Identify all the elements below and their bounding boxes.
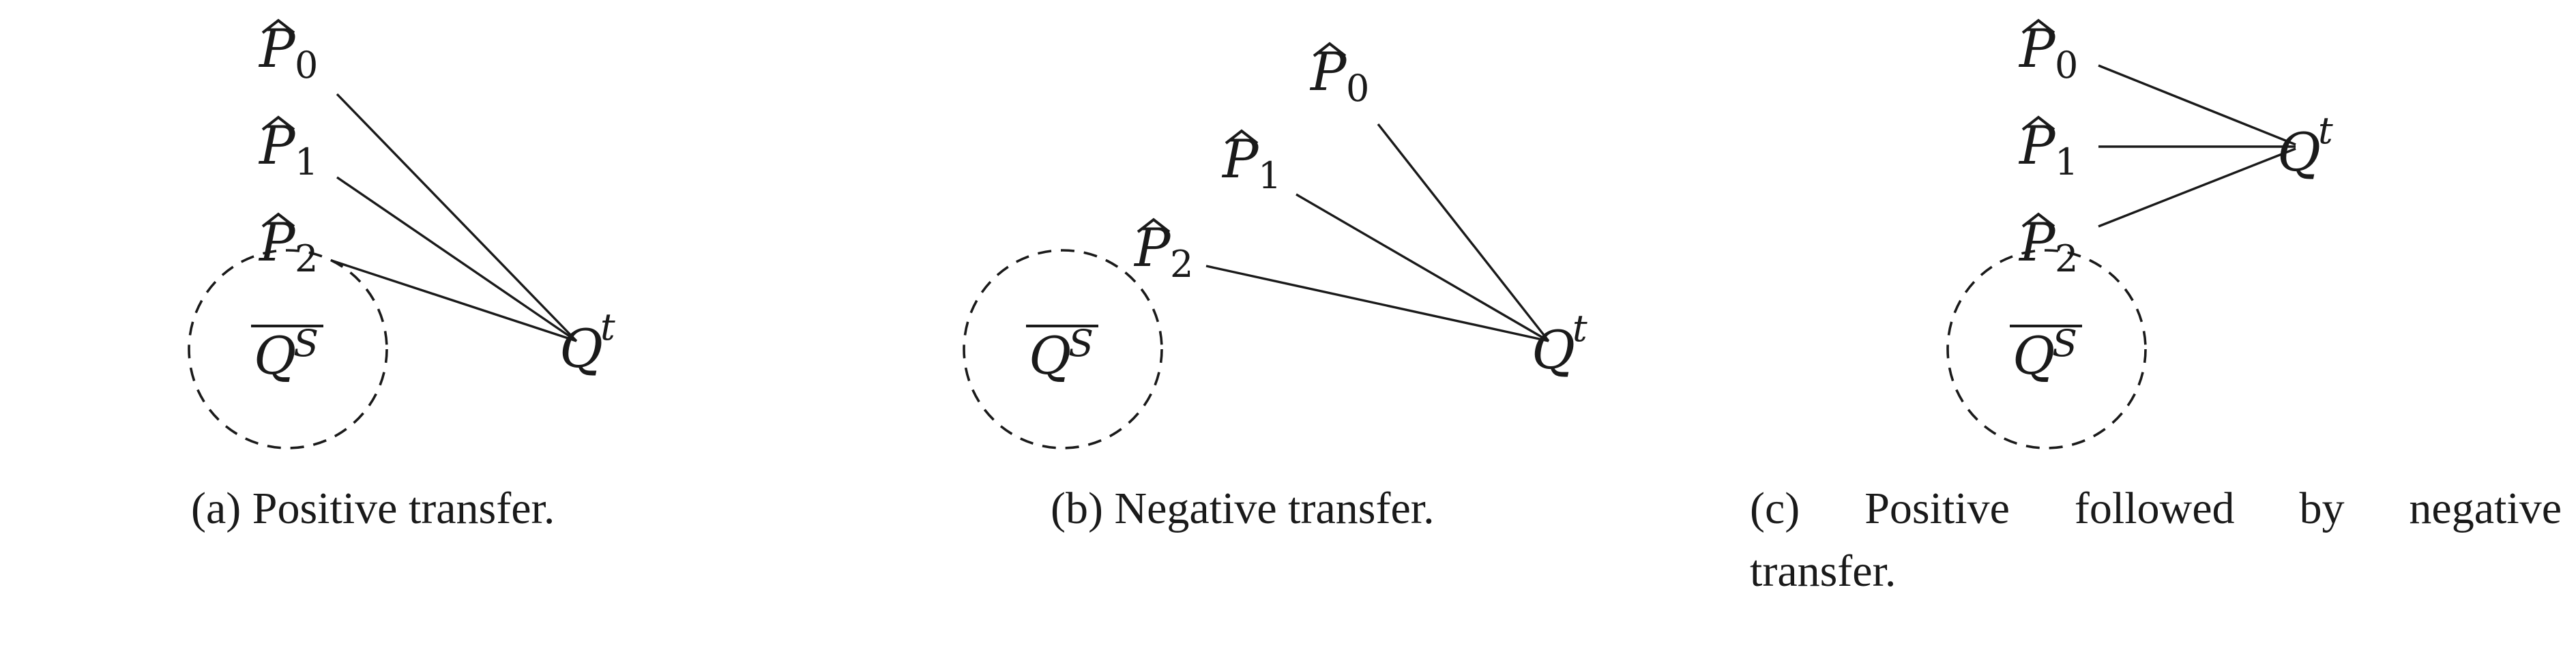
node-p2-base: P: [1133, 218, 1171, 279]
hat-mark: [2021, 18, 2055, 34]
node-p1: P 1: [1221, 129, 1281, 197]
edge-p1-to-target: [1296, 193, 1549, 342]
source-set-circle: [188, 249, 388, 449]
node-p2-sub: 2: [1170, 243, 1193, 286]
node-p2: P 2: [2018, 212, 2078, 280]
node-p1-sub: 1: [295, 140, 318, 183]
node-target-sup: t: [1572, 307, 1587, 350]
hat-mark: [2021, 212, 2055, 228]
edge-p2-to-target: [1205, 265, 1549, 342]
node-target: Q t: [1532, 307, 1587, 381]
node-p2: P 2: [1133, 218, 1193, 286]
edge-p0-to-target: [1377, 123, 1550, 342]
caption-panel-a: (a) Positive transfer.: [191, 484, 555, 533]
node-p2-base: P: [258, 212, 296, 273]
node-p0-sub: 0: [295, 44, 318, 87]
node-target-base: Q: [2277, 122, 2321, 183]
node-p0: P 0: [1309, 42, 1369, 110]
node-target-sup: t: [2318, 109, 2333, 152]
node-p0: P 0: [2018, 18, 2078, 87]
node-p0-base: P: [258, 18, 296, 80]
hat-mark: [261, 212, 295, 228]
caption-panel-b: (b) Negative transfer.: [1051, 484, 1435, 533]
node-p1-base: P: [2018, 115, 2056, 177]
source-set-circle: [963, 249, 1163, 449]
node-p1-sub: 1: [1258, 154, 1281, 197]
node-p0-sub: 0: [2055, 44, 2078, 87]
hat-mark: [261, 18, 295, 34]
node-p0-base: P: [1309, 42, 1347, 103]
node-p1-base: P: [1221, 129, 1259, 190]
node-p1: P 1: [258, 115, 318, 183]
node-target-base: Q: [1532, 320, 1575, 381]
node-p0-base: P: [2018, 18, 2056, 80]
node-p0: P 0: [258, 18, 318, 87]
node-target: Q t: [559, 306, 615, 380]
node-source-set-base: Q: [2012, 325, 2055, 386]
node-source-set: Q S: [2010, 322, 2082, 386]
edge-p2-to-target: [2098, 147, 2296, 228]
edge-p0-to-target: [336, 93, 578, 342]
node-target: Q t: [2277, 109, 2333, 183]
hat-mark: [1225, 129, 1259, 145]
panel-b: P 0 P 1 P 2 Q t Q S: [963, 42, 1587, 449]
source-set-circle: [1946, 249, 2147, 449]
edge-p2-to-target: [331, 259, 577, 342]
node-source-set: Q S: [251, 322, 323, 386]
hat-mark: [1137, 218, 1171, 233]
node-p2: P 2: [258, 212, 318, 280]
hat-mark: [261, 115, 295, 131]
node-source-set: Q S: [1026, 322, 1098, 386]
edge-p0-to-target: [2098, 64, 2296, 146]
node-source-set-base: Q: [1029, 325, 1071, 386]
node-p2-base: P: [2018, 212, 2056, 273]
node-p2-sub: 2: [2055, 237, 2078, 280]
node-source-set-sup: S: [1068, 322, 1094, 365]
node-source-set-sup: S: [293, 322, 319, 365]
node-source-set-sup: S: [2052, 322, 2077, 365]
hat-mark: [2021, 115, 2055, 131]
node-p1: P 1: [2018, 115, 2078, 183]
node-p2-sub: 2: [295, 237, 318, 280]
node-target-sup: t: [600, 306, 615, 349]
node-target-base: Q: [559, 318, 603, 380]
edge-p1-to-target: [336, 176, 577, 342]
hat-mark: [1313, 42, 1347, 57]
node-p1-sub: 1: [2055, 140, 2078, 183]
panel-c: P 0 P 1 P 2 Q t Q S: [1946, 18, 2333, 449]
panel-a: P 0 P 1 P 2 Q t Q S: [188, 18, 615, 449]
caption-panel-c: (c) Positive followed by negative transf…: [1750, 484, 2562, 596]
node-p1-base: P: [258, 115, 296, 177]
node-p0-sub: 0: [1346, 67, 1369, 110]
node-source-set-base: Q: [254, 325, 296, 386]
